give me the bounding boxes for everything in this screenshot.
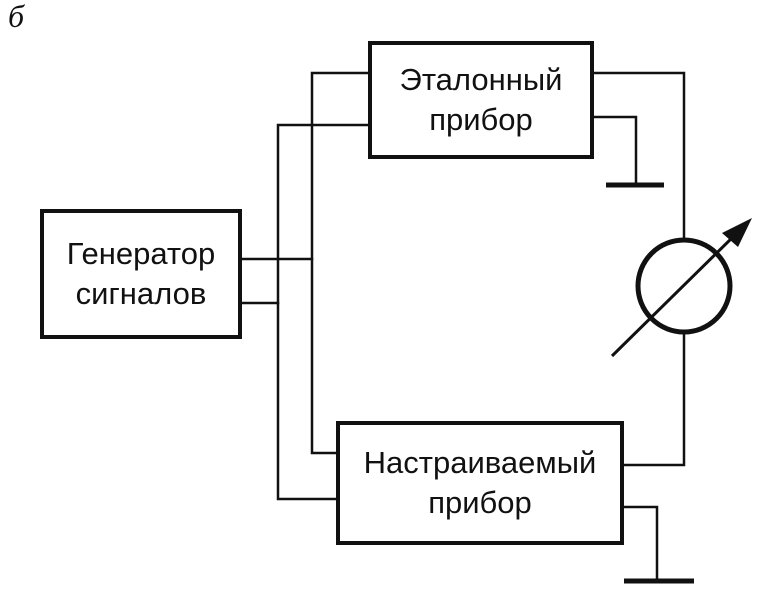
reference-device-label-line2: прибор [429, 102, 533, 137]
wire-bus-outer [310, 71, 370, 455]
figure-label: б [8, 0, 25, 34]
wire-bus-inner [276, 123, 370, 501]
reference-device-label-line1: Эталонный [399, 62, 563, 97]
wire-meter-to-dut [622, 332, 686, 467]
wire-dut-ground [622, 505, 659, 582]
adjustable-device-label-line1: Настраиваемый [363, 445, 597, 480]
adjustable-device-label-line2: прибор [428, 485, 532, 520]
reference-device-block: Эталонный прибор [368, 41, 594, 159]
signal-generator-block: Генератор сигналов [40, 209, 242, 339]
wire-ref-to-meter [592, 71, 686, 240]
variable-meter-icon [610, 218, 752, 358]
wire-ref-ground [592, 115, 638, 186]
adjustable-device-block: Настраиваемый прибор [336, 421, 624, 545]
signal-generator-label-line2: сигналов [75, 276, 207, 311]
signal-generator-label-line1: Генератор [66, 236, 216, 271]
